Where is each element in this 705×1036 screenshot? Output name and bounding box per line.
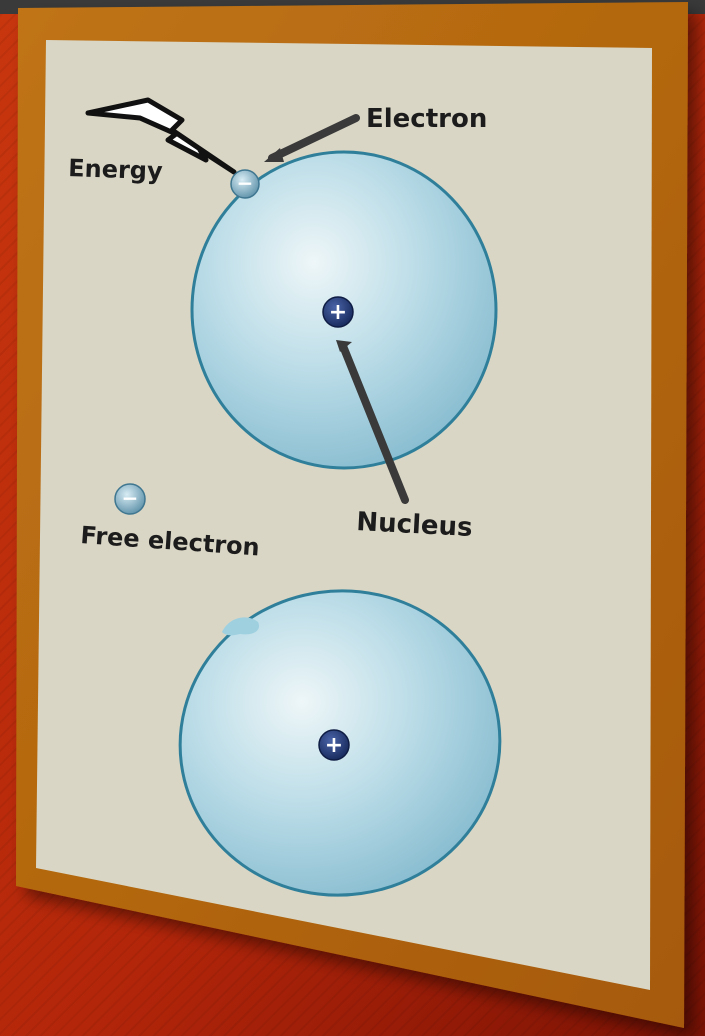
lower-nucleus-sign: +	[325, 733, 343, 758]
lower-nucleus-icon: +	[318, 729, 350, 761]
electron-arrow	[268, 114, 360, 162]
electron-icon: −	[230, 169, 260, 199]
free-electron-icon: −	[114, 483, 146, 515]
electron-vacancy-mark	[222, 617, 260, 636]
energy-label: Energy	[68, 154, 164, 185]
upper-nucleus-icon: +	[322, 296, 354, 328]
nucleus-arrow-head-icon	[336, 340, 352, 352]
nucleus-arrow	[339, 342, 409, 504]
free-electron-sign: −	[122, 486, 139, 510]
electron-sign: −	[237, 171, 254, 195]
upper-nucleus-sign: +	[329, 300, 347, 325]
lightning-bolt-icon	[85, 97, 237, 175]
electron-arrow-head-icon	[264, 148, 284, 162]
electron-label: Electron	[366, 104, 487, 134]
nucleus-label: Nucleus	[356, 507, 474, 543]
